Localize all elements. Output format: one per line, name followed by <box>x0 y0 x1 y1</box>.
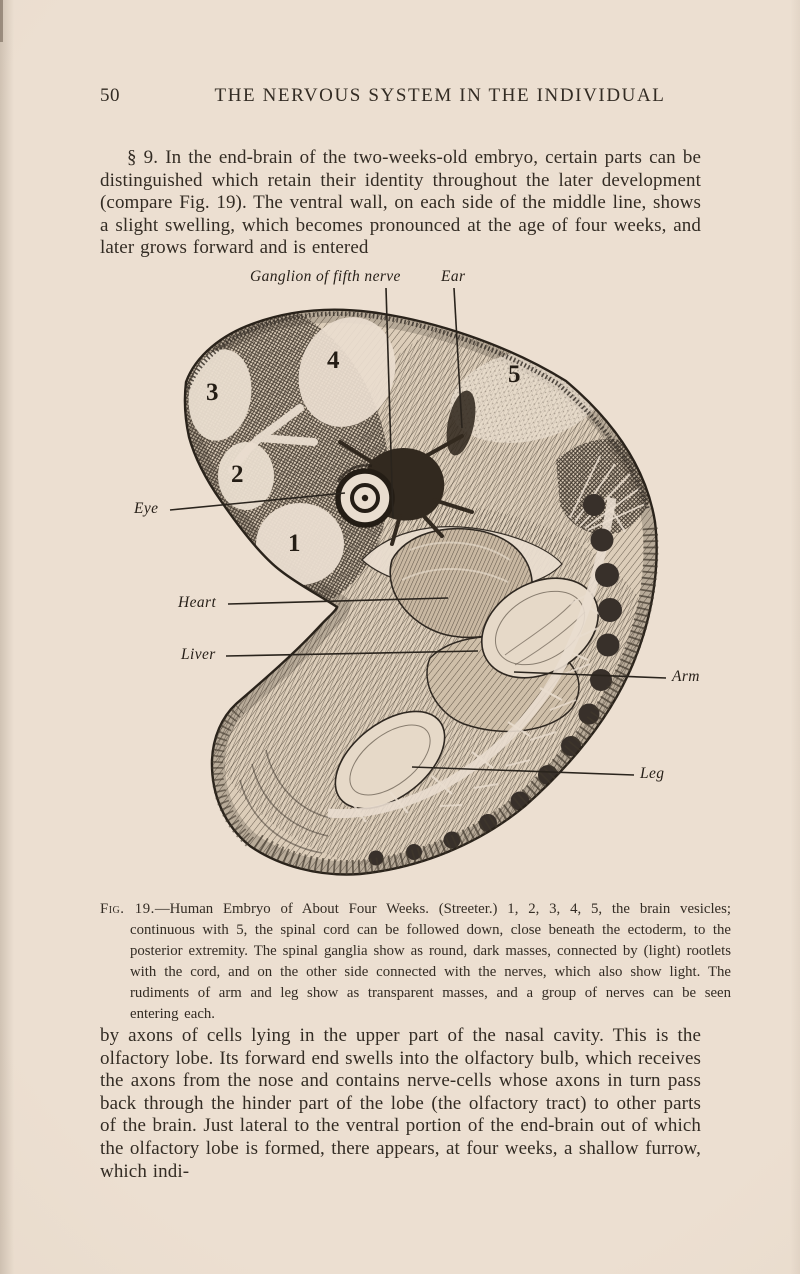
vesicle-number-2: 2 <box>231 461 244 488</box>
running-header-title: THE NERVOUS SYSTEM IN THE INDIVIDUAL <box>214 85 666 106</box>
page-number: 50 <box>100 85 120 106</box>
ear-leader-line <box>453 287 463 429</box>
paragraph-top: § 9. In the end-brain of the two-weeks-o… <box>100 147 701 259</box>
paragraph-bottom: by axons of cells lying in the upper par… <box>100 1025 701 1182</box>
leg-leader-line <box>411 766 635 776</box>
spinal-nerves <box>439 589 599 807</box>
figure-label-heart: Heart <box>178 594 217 611</box>
spinal-cord-band <box>327 497 617 819</box>
scan-edge-artifact <box>0 0 3 42</box>
eye-leader-line <box>169 492 346 511</box>
figure-caption: Fig. 19.—Human Embryo of About Four Week… <box>100 899 731 1025</box>
vesicle-number-4: 4 <box>327 347 340 374</box>
figure-label-liver: Liver <box>181 646 216 663</box>
embryo-body <box>183 308 659 876</box>
tail-curl <box>239 749 331 854</box>
liver-leader-line <box>225 650 479 657</box>
figure-caption-number: Fig. 19. <box>100 900 155 917</box>
figure-label-arm: Arm <box>672 668 700 685</box>
vesicle-number-1: 1 <box>288 530 301 557</box>
brain-vesicle-patches <box>188 317 604 585</box>
arm-leader-line <box>513 671 667 679</box>
figure-label-leg: Leg <box>640 765 665 782</box>
embryo-figure-drawing <box>169 287 667 876</box>
figure-19: Ganglion of fifth nerve Ear Eye Heart Li… <box>0 260 800 886</box>
heart-leader-line <box>227 597 449 605</box>
vesicle-number-3: 3 <box>206 379 219 406</box>
figure-label-ear: Ear <box>441 268 466 285</box>
ectoderm-bead-rim <box>185 311 651 511</box>
figure-caption-text: —Human Embryo of About Four Weeks. (Stre… <box>130 900 731 1022</box>
figure-label-eye: Eye <box>134 500 159 517</box>
figure-label-ganglion: Ganglion of fifth nerve <box>250 268 401 285</box>
ganglion-leader-line <box>385 287 394 519</box>
leg-bud <box>334 710 446 810</box>
leader-lines <box>169 287 667 776</box>
head-light-fork <box>228 404 318 474</box>
vesicle-number-5: 5 <box>508 361 521 388</box>
